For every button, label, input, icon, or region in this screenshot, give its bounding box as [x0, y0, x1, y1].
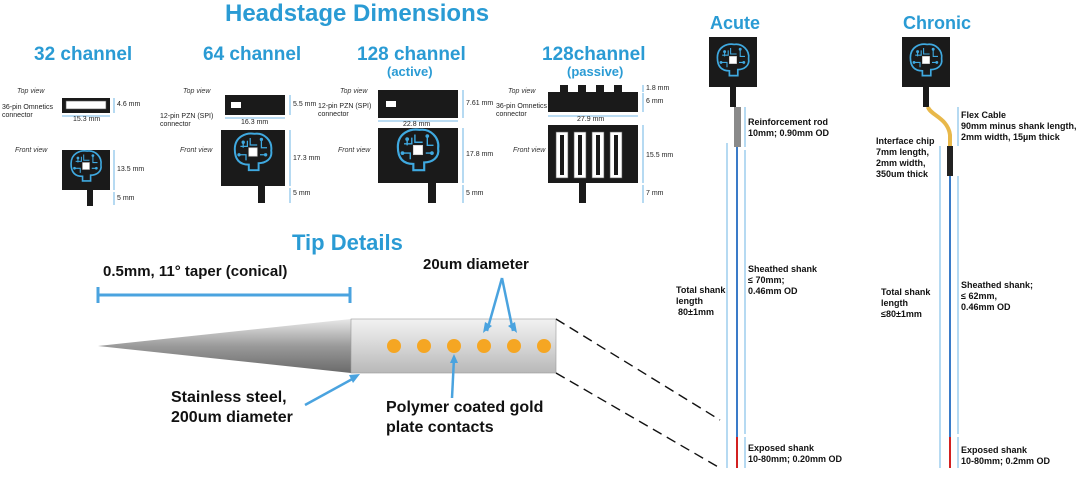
col-128p-subtitle: (passive) — [567, 64, 624, 79]
chronic-exposed-line1: Exposed shank — [961, 445, 1028, 455]
headstage-128ch-passive-graphics — [548, 85, 644, 203]
tip-steel-line2: 200um diameter — [171, 409, 293, 426]
chronic-flex-label: Flex Cable 90mm minus shank length, 2mm … — [961, 110, 1077, 143]
acute-title: Acute — [710, 13, 761, 33]
col-32-connector-label: 36-pin Omnetics connector — [2, 104, 53, 119]
col-128a-connector-label: 12-pin PZN (SPI) connector — [318, 103, 372, 118]
chronic-flex-line2: 90mm minus shank length, — [961, 121, 1077, 131]
chronic-total-line1: Total shank — [881, 287, 931, 297]
col-64-front-view-label: Front view — [180, 147, 213, 154]
acute-sheathed-label: Sheathed shank ≤ 70mm; 0.46mm OD — [748, 264, 817, 297]
chronic-flex-line1: Flex Cable — [961, 110, 1007, 120]
tip-contacts-line1: Polymer coated gold — [386, 399, 544, 416]
tip-contacts-label: Polymer coated gold plate contacts — [386, 398, 543, 438]
needle-taper — [98, 319, 351, 373]
chronic-total-line3: ≤80±1mm — [881, 309, 922, 319]
col-128p-pin-height: 1.8 mm — [646, 85, 670, 92]
acute-exposed-label: Exposed shank 10-80mm; 0.20mm OD — [748, 443, 842, 465]
tip-title: Tip Details — [292, 230, 403, 255]
connector-slot — [65, 100, 107, 110]
col-128p-connector-label: 36-pin Omnetics connector — [496, 103, 547, 118]
acute-sheathed-line2: ≤ 70mm; — [748, 275, 785, 285]
chronic-probe-graphics — [902, 37, 959, 468]
chronic-chip-line2: 7mm length, — [876, 147, 930, 157]
headstage-32ch-graphics — [62, 98, 115, 206]
chronic-sheathed-line2: ≤ 62mm, — [961, 291, 997, 301]
chronic-chip-line3: 2mm width, — [876, 158, 926, 168]
acute-rod-label: Reinforcement rod 10mm; 0.90mm OD — [748, 117, 829, 139]
col-32-top-view-label: Top view — [17, 88, 45, 95]
headstage-64ch-graphics — [221, 95, 291, 203]
col-64-front-stem: 5 mm — [293, 190, 311, 197]
col-128a-top-width: 22.8 mm — [403, 121, 431, 128]
col-64-top-width: 16.3 mm — [241, 119, 269, 126]
acute-exposed-line2: 10-80mm; 0.20mm OD — [748, 454, 843, 464]
acute-sheathed-line3: 0.46mm OD — [748, 286, 798, 296]
chronic-chip-line4: 350um thick — [876, 169, 929, 179]
col-128a-front-height: 17.8 mm — [466, 151, 494, 158]
headstage-128ch-active-graphics — [378, 90, 464, 203]
col-32-title: 32 channel — [34, 44, 133, 65]
col-32-front-stem: 5 mm — [117, 195, 135, 202]
tip-contacts-line2: plate contacts — [386, 419, 494, 436]
tip-steel-label: Stainless steel, 200um diameter — [171, 388, 293, 428]
col-128a-top-height: 7.61 mm — [466, 100, 494, 107]
col-64-top-view-label: Top view — [183, 88, 211, 95]
chronic-sheathed-line1: Sheathed shank; — [961, 280, 1034, 290]
col-128p-front-view-label: Front view — [513, 147, 546, 154]
col-64-front-height: 17.3 mm — [293, 155, 321, 162]
col-128p-front-stem: 7 mm — [646, 190, 664, 197]
chronic-title: Chronic — [903, 13, 972, 33]
col-32-top-height: 4.6 mm — [117, 101, 141, 108]
tip-graphics — [96, 277, 721, 469]
col-128p-front-height: 15.5 mm — [646, 152, 674, 159]
col-128p-title: 128channel — [542, 44, 646, 65]
front-view-board — [62, 150, 110, 206]
acute-total-line3: 80±1mm — [678, 307, 714, 317]
acute-rod-line1: Reinforcement rod — [748, 117, 829, 127]
acute-exposed-line1: Exposed shank — [748, 443, 815, 453]
chronic-exposed-label: Exposed shank 10-80mm; 0.2mm OD — [961, 445, 1050, 467]
chronic-flex-line3: 2mm width, 15µm thick — [961, 132, 1060, 142]
chronic-total-line2: length — [881, 298, 908, 308]
col-64-connector-label: 12-pin PZN (SPI) connector — [160, 113, 214, 128]
acute-total-line2: length — [676, 296, 703, 306]
col-128a-top-view-label: Top view — [340, 88, 368, 95]
col-128p-top-height: 6 mm — [646, 98, 664, 105]
chronic-exposed-line2: 10-80mm; 0.2mm OD — [961, 456, 1051, 466]
acute-probe-graphics — [709, 37, 757, 468]
col-64-title: 64 channel — [203, 44, 302, 65]
chronic-chip-label: Interface chip 7mm length, 2mm width, 35… — [876, 136, 935, 180]
chronic-total-label: Total shank length ≤80±1mm — [881, 287, 930, 320]
tip-steel-line1: Stainless steel, — [171, 389, 287, 406]
headstage-title: Headstage Dimensions — [225, 0, 490, 27]
col-32-front-height: 13.5 mm — [117, 166, 145, 173]
tip-taper-label: 0.5mm, 11° taper (conical) — [103, 263, 288, 280]
col-128p-top-width: 27.9 mm — [577, 116, 605, 123]
chronic-sheathed-line3: 0.46mm OD — [961, 302, 1011, 312]
col-32-front-view-label: Front view — [15, 147, 48, 154]
col-128a-title: 128 channel — [357, 44, 466, 65]
acute-total-line1: Total shank — [676, 285, 726, 295]
col-128a-front-view-label: Front view — [338, 147, 371, 154]
tip-diameter-label: 20um diameter — [423, 256, 529, 273]
acute-rod-line2: 10mm; 0.90mm OD — [748, 128, 830, 138]
chronic-sheathed-label: Sheathed shank; ≤ 62mm, 0.46mm OD — [961, 280, 1033, 313]
acute-total-label: Total shank length 80±1mm — [676, 285, 725, 318]
col-128p-top-view-label: Top view — [508, 88, 536, 95]
col-32-top-width: 15.3 mm — [73, 116, 101, 123]
chronic-chip-line1: Interface chip — [876, 136, 935, 146]
acute-sheathed-line1: Sheathed shank — [748, 264, 818, 274]
col-128a-subtitle: (active) — [387, 64, 433, 79]
col-64-top-height: 5.5 mm — [293, 101, 317, 108]
col-128a-front-stem: 5 mm — [466, 190, 484, 197]
